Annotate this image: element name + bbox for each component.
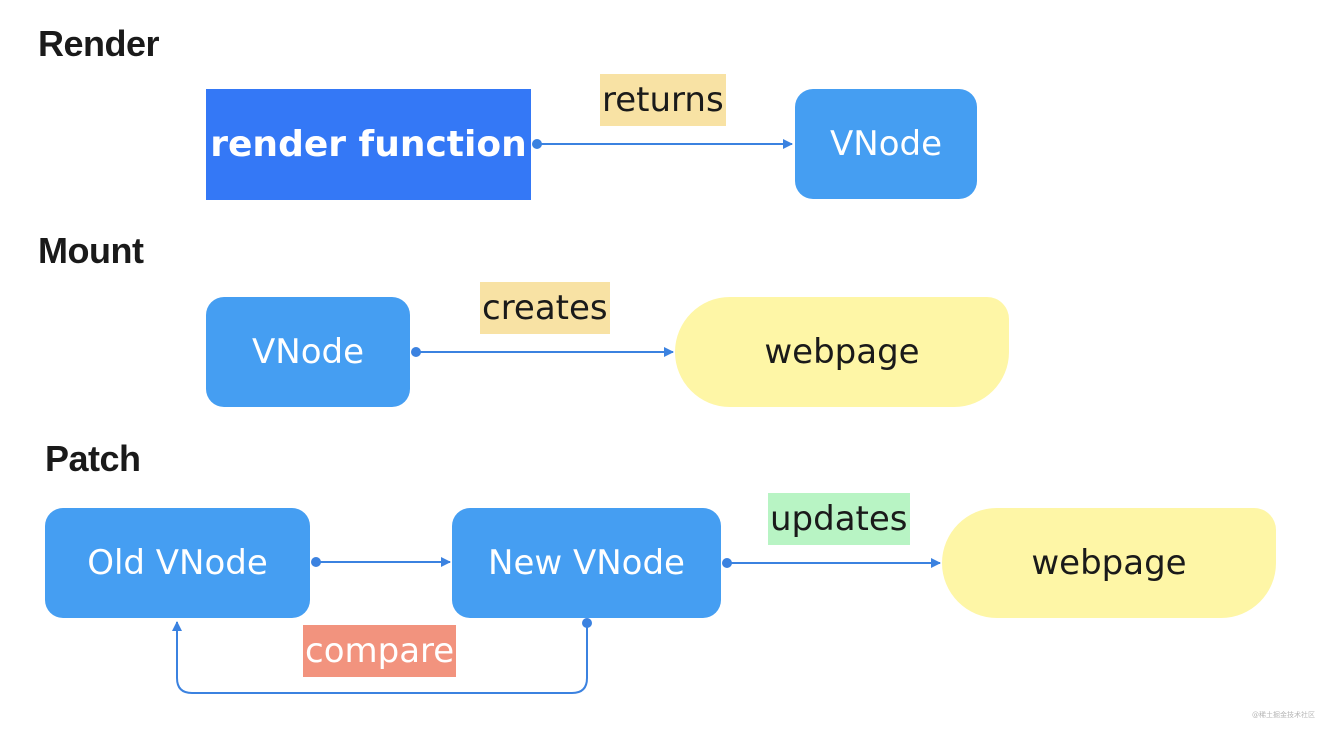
edge-label-returns: returns bbox=[600, 74, 726, 126]
watermark-text: @稀土掘金技术社区 bbox=[1252, 711, 1315, 719]
edge-label-compare: compare bbox=[303, 625, 457, 677]
vnode-node-render: VNode bbox=[795, 89, 977, 199]
arrow-returns bbox=[532, 139, 793, 149]
arrow-compare bbox=[172, 618, 592, 694]
section-title-mount: Mount bbox=[38, 230, 144, 271]
old-vnode-node: Old VNode bbox=[45, 508, 310, 618]
arrow-old-to-new bbox=[311, 557, 451, 567]
edge-label-creates: creates bbox=[480, 282, 610, 334]
arrow-creates bbox=[411, 347, 674, 357]
webpage-node-mount: webpage bbox=[675, 297, 1009, 407]
render-function-node: render function bbox=[206, 89, 531, 200]
section-title-render: Render bbox=[38, 23, 160, 64]
new-vnode-node: New VNode bbox=[452, 508, 721, 618]
webpage-node-patch: webpage bbox=[942, 508, 1276, 618]
vnode-node-mount: VNode bbox=[206, 297, 410, 407]
edge-label-updates: updates bbox=[768, 493, 910, 545]
arrow-updates bbox=[722, 558, 941, 568]
section-title-patch: Patch bbox=[45, 438, 141, 479]
